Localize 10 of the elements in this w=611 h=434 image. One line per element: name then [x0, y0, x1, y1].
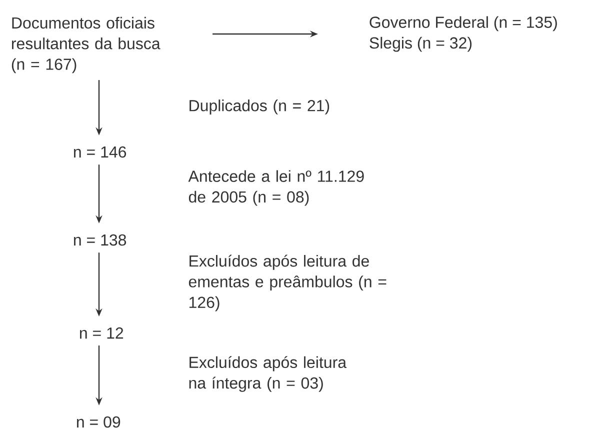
flow-text: Documentos oficiais resultantes da busca (n = 167) — [12, 16, 160, 74]
note-text: Duplicados (n = 21) — [190, 100, 330, 114]
flow-text: n = 146 — [74, 146, 126, 158]
flow-text: Governo Federal (n = 135) Slegis (n = 32) — [370, 16, 557, 52]
note-text: Excluídos após leitura na íntegra (n = 03) — [189, 356, 347, 392]
flow-text: n = 12 — [80, 327, 124, 339]
note-text: Excluídos após leitura de ementas e preâmbulos (n = 126) — [188, 254, 386, 312]
flow-text: n = 138 — [74, 234, 126, 246]
flow-text: n = 09 — [77, 416, 120, 428]
note-text: Antecede a lei nº 11.129 de 2005 (n = 08) — [188, 170, 364, 206]
